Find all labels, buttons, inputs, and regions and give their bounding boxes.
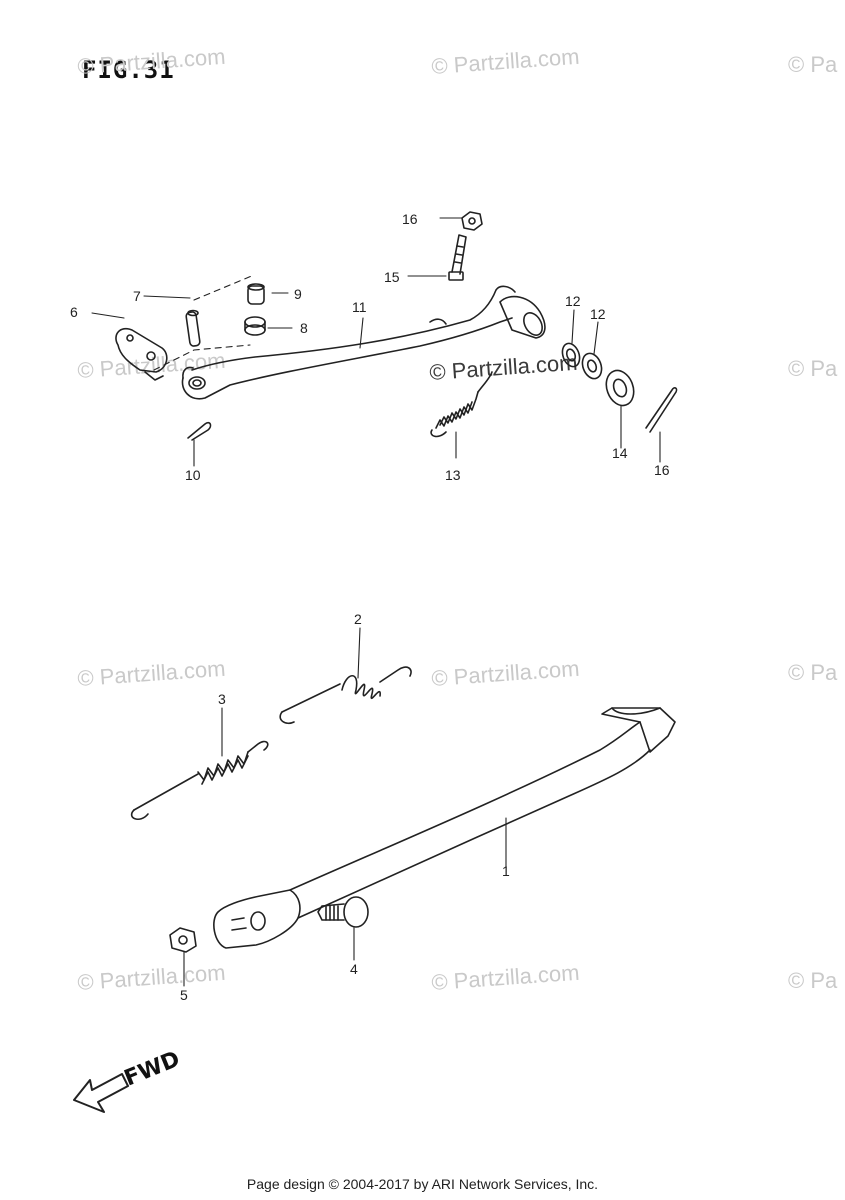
callout-2: 2 — [354, 611, 362, 627]
brake-pedal-arm — [181, 285, 546, 400]
washer — [561, 342, 581, 368]
leader-lines — [91, 217, 661, 987]
watermark: © Partzilla.com — [431, 656, 581, 691]
watermark: © Partzilla.com — [77, 656, 227, 691]
callout-17: 16 — [402, 211, 418, 227]
callout-11: 11 — [352, 299, 367, 315]
clevis-pin — [185, 309, 201, 347]
washer — [581, 352, 603, 380]
side-stand — [213, 707, 676, 949]
pivot-washer — [605, 369, 635, 407]
watermark: © Partzilla.com — [77, 960, 227, 995]
watermark: © Pa — [788, 356, 838, 381]
page-footer: Page design © 2004-2017 by ARI Network S… — [246, 1176, 599, 1192]
callout-12: 12 — [565, 293, 581, 309]
watermarks: © Partzilla.com © Partzilla.com © Pa © P… — [77, 44, 838, 995]
watermark: © Pa — [788, 660, 838, 685]
callout-6: 6 — [70, 304, 78, 320]
forward-label: FWD — [121, 1047, 184, 1092]
brake-rod-clevis — [115, 327, 168, 381]
cotter-pin — [645, 387, 678, 433]
callout-13: 13 — [445, 467, 461, 483]
side-stand-spring-outer — [279, 666, 412, 725]
callout-9: 9 — [294, 286, 302, 302]
watermark: © Partzilla.com — [431, 960, 581, 995]
pedal-return-spring — [430, 371, 493, 438]
callouts: 16 15 9 8 7 6 11 12 12 10 13 14 16 2 3 1… — [70, 211, 670, 1003]
stand-pivot-bolt — [317, 896, 369, 928]
watermark: © Partzilla.com — [431, 44, 581, 79]
pivot-bolt — [448, 234, 467, 281]
cotter-pin-small — [187, 421, 212, 441]
callout-12: 12 — [590, 306, 606, 322]
stand-nut — [169, 927, 197, 953]
watermark: © Partzilla.com — [429, 350, 579, 385]
watermark: © Pa — [788, 968, 838, 993]
callout-7: 7 — [133, 288, 141, 304]
forward-arrow-icon — [73, 1073, 129, 1113]
watermark: © Partzilla.com — [77, 44, 227, 79]
callout-15: 16 — [654, 462, 670, 478]
callout-8: 8 — [300, 320, 308, 336]
callout-16: 15 — [384, 269, 400, 285]
side-stand-spring-inner — [130, 740, 269, 821]
nut — [461, 211, 483, 231]
spring-washer — [244, 316, 266, 336]
watermark: © Pa — [788, 52, 838, 77]
callout-5: 5 — [180, 987, 188, 1003]
callout-4: 4 — [350, 961, 358, 977]
callout-3: 3 — [218, 691, 226, 707]
figure-title: FIG.31 — [82, 56, 175, 84]
callout-1: 1 — [502, 863, 510, 879]
callout-14: 14 — [612, 445, 628, 461]
callout-10: 10 — [185, 467, 201, 483]
collar — [247, 283, 265, 305]
